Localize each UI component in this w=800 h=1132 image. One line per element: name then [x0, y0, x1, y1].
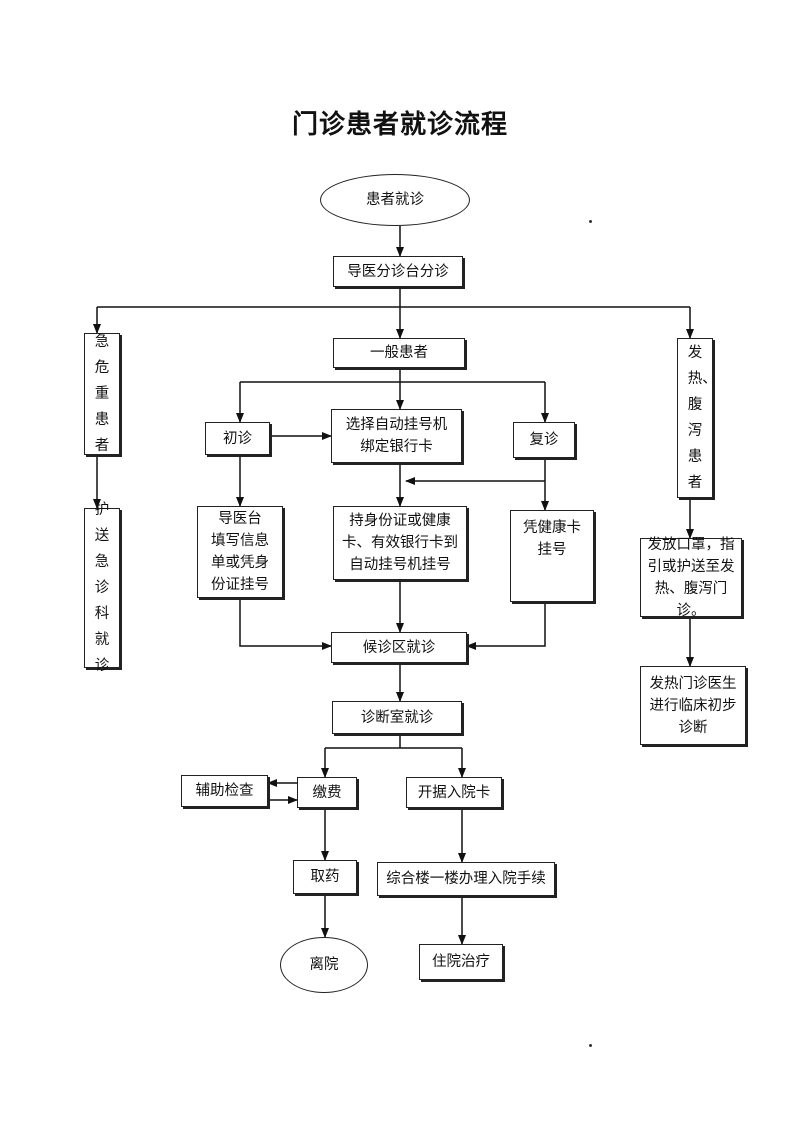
speck-mark — [589, 220, 592, 223]
node-self-service: 持身份证或健康 卡、有效银行卡到 自动挂号机挂号 — [333, 506, 467, 580]
speck-mark — [589, 1044, 592, 1047]
node-return-visit: 复诊 — [513, 422, 575, 458]
page-title: 门诊患者就诊流程 — [291, 110, 508, 140]
node-guide-desk: 导医台 填写信息 单或凭身 份证挂号 — [197, 506, 283, 598]
node-triage: 导医分诊台分诊 — [333, 256, 463, 287]
node-emergency: 急危重患者 — [84, 333, 120, 455]
node-bind-card: 选择自动挂号机 绑定银行卡 — [331, 409, 462, 463]
line-guide-to-waiting — [239, 598, 332, 650]
node-general: 一般患者 — [333, 338, 465, 368]
line-health-to-waiting — [466, 602, 546, 650]
node-discharge: 离院 — [280, 937, 368, 993]
node-diagnosis: 诊断室就诊 — [332, 701, 462, 734]
node-fever: 发热、腹泻患者 — [677, 338, 717, 498]
node-first-visit: 初诊 — [205, 422, 270, 455]
node-admission-card: 开据入院卡 — [406, 777, 502, 808]
node-get-medicine: 取药 — [293, 860, 357, 894]
node-fever-escort: 发放口罩，指 引或护送至发 热、腹泻门诊。 — [640, 537, 742, 619]
node-health-card: 凭健康卡 挂号 — [510, 510, 594, 602]
node-admission-procedure: 综合楼一楼办理入院手续 — [377, 862, 555, 896]
node-fever-doctor: 发热门诊医生 进行临床初步 诊断 — [640, 666, 746, 745]
node-payment: 缴费 — [297, 777, 357, 808]
node-escort-er: 护送急诊科就诊 — [84, 502, 120, 674]
node-waiting: 候诊区就诊 — [331, 632, 467, 663]
node-inpatient: 住院治疗 — [419, 944, 503, 980]
node-start: 患者就诊 — [320, 174, 470, 226]
node-aux-exam: 辅助检查 — [181, 775, 268, 807]
